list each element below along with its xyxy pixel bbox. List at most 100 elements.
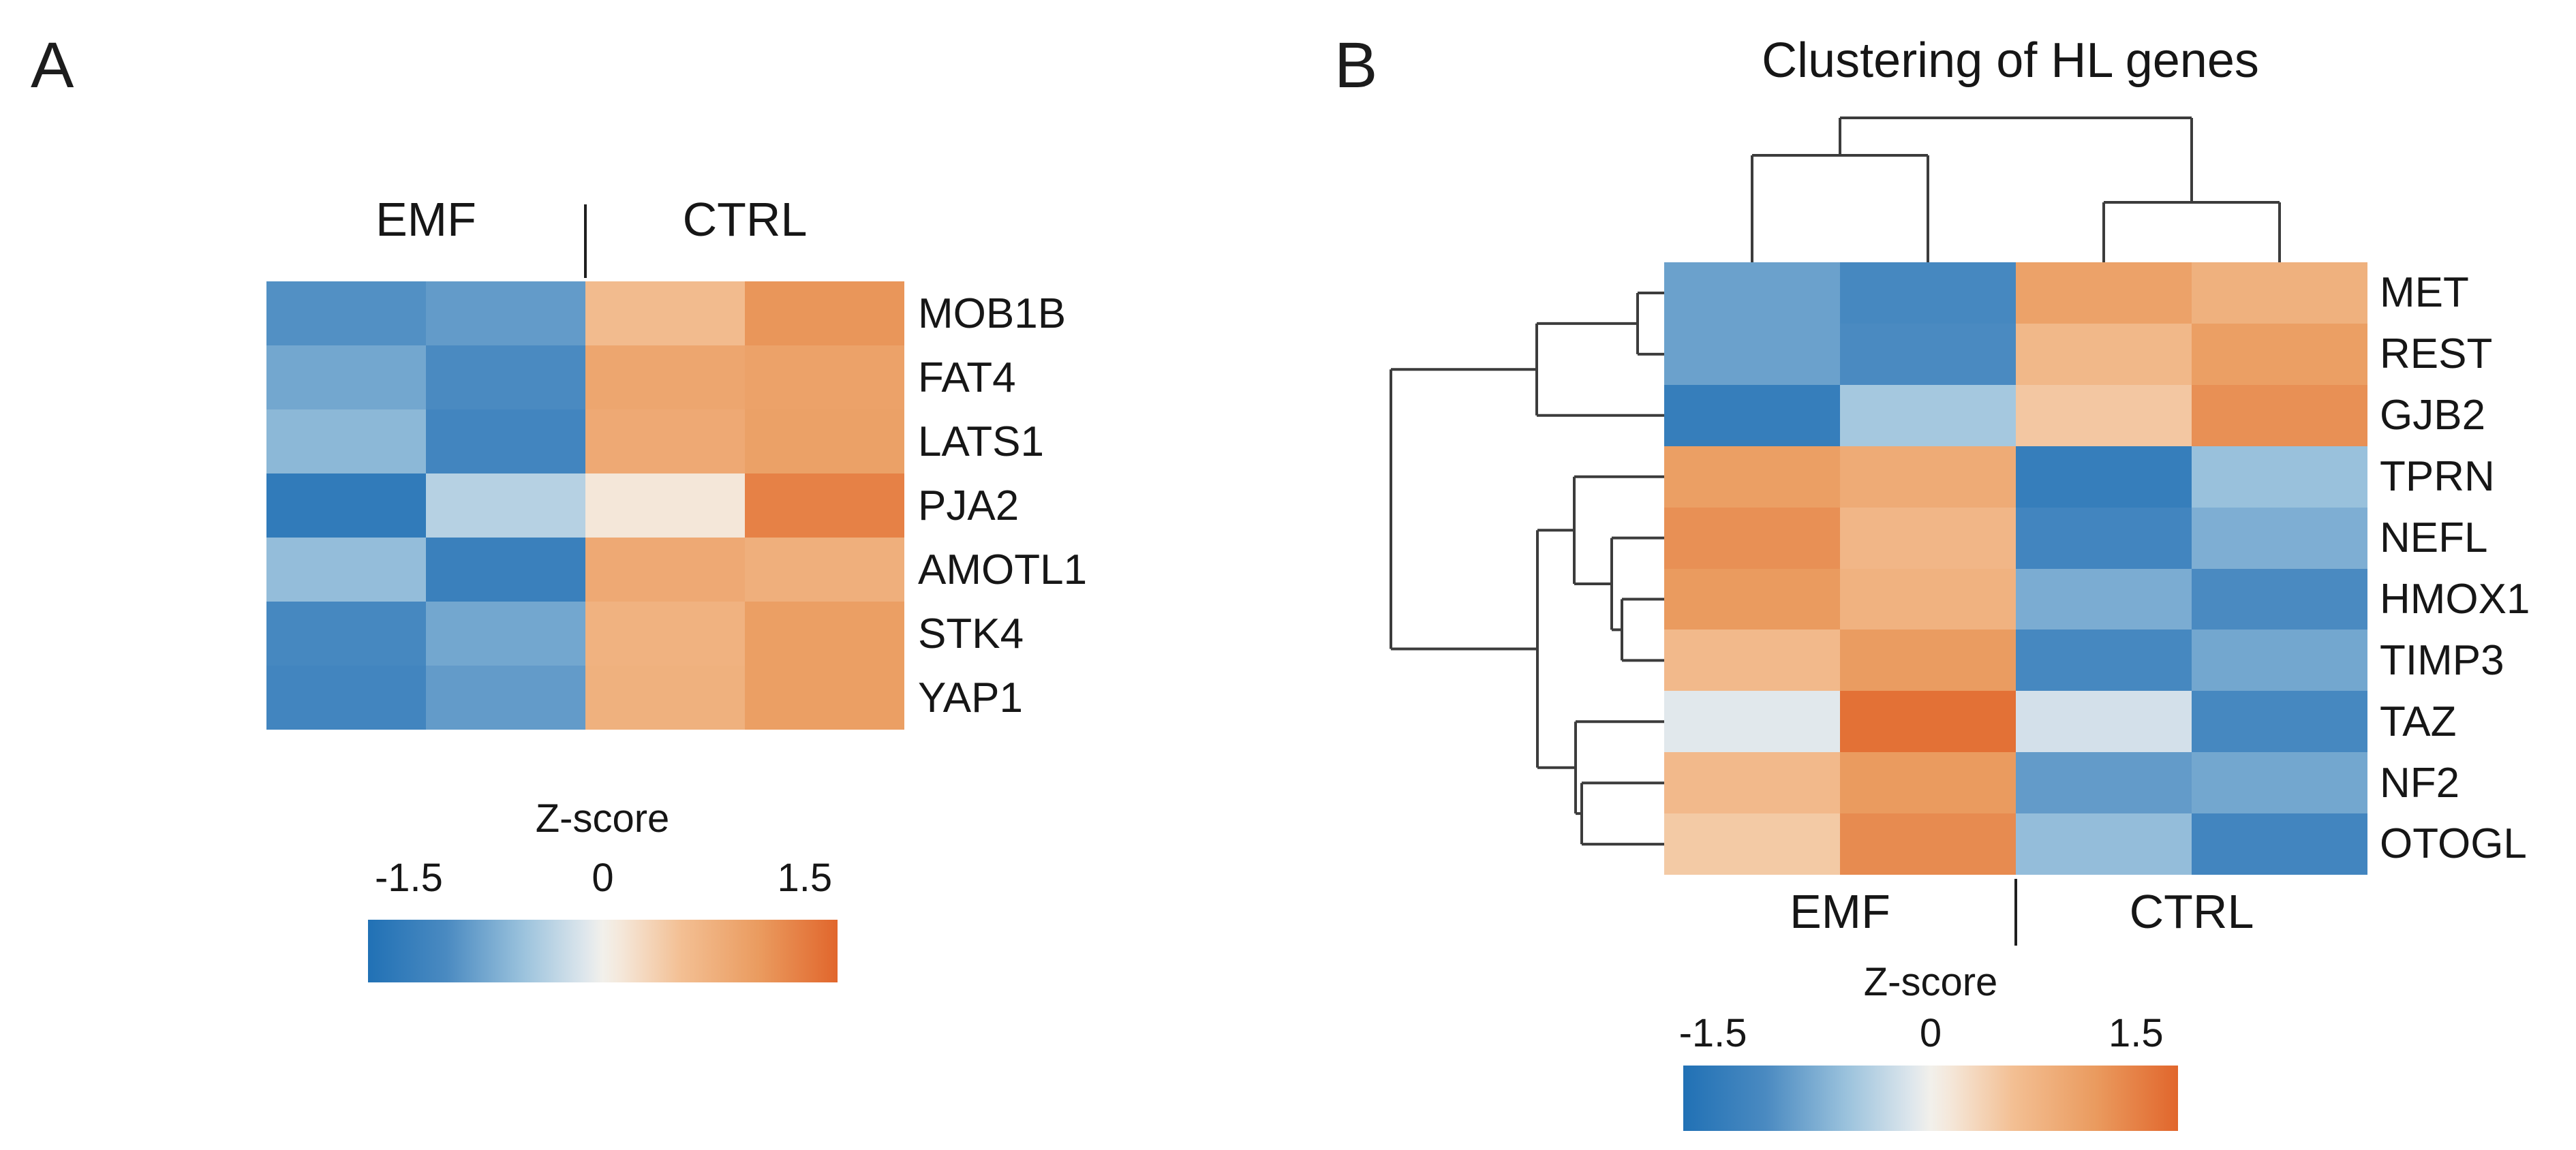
heatmap-cell bbox=[1664, 446, 1840, 508]
heatmap-cell bbox=[585, 473, 745, 538]
heatmap-cell bbox=[2192, 568, 2367, 630]
heatmap-cell bbox=[745, 538, 904, 602]
heatmap-cell bbox=[426, 666, 585, 730]
panel-a-letter: A bbox=[31, 29, 74, 102]
row-dendrogram-svg bbox=[1390, 292, 1664, 846]
heatmap-cell bbox=[266, 666, 426, 730]
row-label: STK4 bbox=[918, 610, 1024, 657]
heatmap-b bbox=[1664, 262, 2367, 875]
row-label: PJA2 bbox=[918, 482, 1019, 529]
heatmap-cell bbox=[2192, 630, 2367, 691]
col-group-label-emf-b: EMF bbox=[1790, 885, 1890, 938]
heatmap-cell bbox=[2016, 446, 2192, 508]
heatmap-a bbox=[266, 281, 904, 730]
row-label: GJB2 bbox=[2380, 392, 2486, 439]
heatmap-cell bbox=[1840, 691, 2016, 753]
heatmap-cell bbox=[2016, 630, 2192, 691]
legend-ticks-a: -1.5 0 1.5 bbox=[368, 855, 838, 903]
heatmap-cell bbox=[745, 666, 904, 730]
heatmap-cell bbox=[1664, 323, 1840, 385]
legend-title-b: Z-score bbox=[1863, 960, 1998, 1004]
heatmap-cell bbox=[2192, 323, 2367, 385]
heatmap-cell bbox=[1840, 568, 2016, 630]
heatmap-cell bbox=[1840, 813, 2016, 875]
column-divider-tick-a bbox=[584, 204, 587, 278]
heatmap-cell bbox=[426, 473, 585, 538]
heatmap-cell bbox=[266, 538, 426, 602]
legend-tick: 0 bbox=[592, 856, 614, 900]
heatmap-cell bbox=[266, 345, 426, 409]
heatmap-cell bbox=[1840, 752, 2016, 814]
heatmap-cell bbox=[1664, 630, 1840, 691]
heatmap-cell bbox=[426, 345, 585, 409]
heatmap-cell bbox=[585, 538, 745, 602]
heatmap-cell bbox=[1664, 752, 1840, 814]
panel-b-letter: B bbox=[1334, 29, 1378, 102]
heatmap-cell bbox=[1664, 507, 1840, 569]
heatmap-cell bbox=[2016, 691, 2192, 753]
legend-ticks-b: -1.5 0 1.5 bbox=[1679, 1010, 2178, 1058]
heatmap-cell bbox=[745, 409, 904, 473]
row-label: HMOX1 bbox=[2380, 575, 2530, 623]
heatmap-cell bbox=[266, 281, 426, 345]
heatmap-cell bbox=[266, 409, 426, 473]
heatmap-cell bbox=[1840, 384, 2016, 446]
heatmap-cell bbox=[1840, 262, 2016, 324]
heatmap-cell bbox=[585, 666, 745, 730]
legend-title-a: Z-score bbox=[535, 796, 670, 841]
heatmap-cell bbox=[2192, 507, 2367, 569]
heatmap-cell bbox=[1664, 813, 1840, 875]
heatmap-cell bbox=[426, 538, 585, 602]
heatmap-cell bbox=[2016, 323, 2192, 385]
heatmap-cell bbox=[585, 409, 745, 473]
col-group-label-emf-a: EMF bbox=[375, 193, 476, 246]
column-divider-tick-b bbox=[2014, 879, 2017, 946]
heatmap-cell bbox=[585, 345, 745, 409]
row-label: OTOGL bbox=[2380, 820, 2527, 868]
heatmap-cell bbox=[745, 602, 904, 666]
legend-colorbar-b bbox=[1683, 1066, 2178, 1131]
heatmap-cell bbox=[2016, 752, 2192, 814]
heatmap-cell bbox=[1664, 691, 1840, 753]
heatmap-cell bbox=[2016, 507, 2192, 569]
heatmap-cell bbox=[2016, 384, 2192, 446]
legend-tick: 1.5 bbox=[2108, 1011, 2164, 1055]
row-label: TPRN bbox=[2380, 453, 2495, 501]
heatmap-cell bbox=[2192, 813, 2367, 875]
row-label: YAP1 bbox=[918, 674, 1023, 721]
heatmap-cell bbox=[585, 281, 745, 345]
legend-tick: 0 bbox=[1919, 1011, 1942, 1055]
heatmap-cell bbox=[1840, 630, 2016, 691]
legend-tick: -1.5 bbox=[1678, 1011, 1747, 1055]
heatmap-cell bbox=[266, 473, 426, 538]
heatmap-cell bbox=[585, 602, 745, 666]
panel-b-title: Clustering of HL genes bbox=[1762, 33, 2259, 88]
row-label: FAT4 bbox=[918, 354, 1016, 401]
row-label: AMOTL1 bbox=[918, 546, 1088, 593]
row-label: TIMP3 bbox=[2380, 636, 2504, 684]
heatmap-cell bbox=[1840, 446, 2016, 508]
legend-tick: 1.5 bbox=[777, 856, 833, 900]
heatmap-cell bbox=[2192, 446, 2367, 508]
col-group-label-ctrl-b: CTRL bbox=[2129, 885, 2254, 938]
heatmap-cell bbox=[1664, 384, 1840, 446]
heatmap-cell bbox=[1840, 507, 2016, 569]
heatmap-cell bbox=[2192, 262, 2367, 324]
row-label: MOB1B bbox=[918, 290, 1067, 337]
heatmap-cell bbox=[1664, 262, 1840, 324]
heatmap-cell bbox=[2192, 691, 2367, 753]
heatmap-cell bbox=[1840, 323, 2016, 385]
col-group-label-ctrl-a: CTRL bbox=[682, 193, 808, 246]
row-label: MET bbox=[2380, 269, 2469, 317]
heatmap-cell bbox=[2192, 752, 2367, 814]
legend-tick: -1.5 bbox=[374, 856, 443, 900]
row-label: REST bbox=[2380, 330, 2493, 378]
col-dendrogram-svg bbox=[1751, 116, 2281, 262]
heatmap-cell bbox=[745, 473, 904, 538]
heatmap-cell bbox=[2016, 813, 2192, 875]
row-label: NF2 bbox=[2380, 759, 2460, 807]
heatmap-cell bbox=[266, 602, 426, 666]
